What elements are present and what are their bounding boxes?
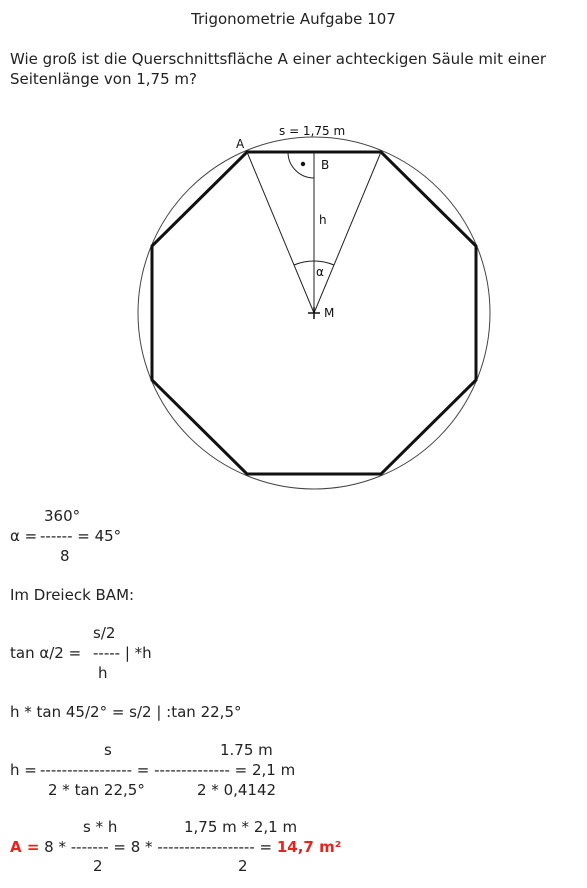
tan-fraction: ----- | *h	[93, 644, 152, 662]
h-numerator-2: 1.75 m	[220, 741, 273, 759]
area-symbol: A =	[10, 838, 40, 856]
right-angle-arc	[287, 151, 315, 179]
h-denominator-2: 2 * 0,4142	[197, 781, 277, 799]
tan-numerator: s/2	[93, 624, 116, 642]
tan-lhs: tan α/2 =	[10, 644, 82, 662]
area-fractions: 8 * ------- = 8 * ------------------ =	[39, 838, 277, 856]
tan-denominator: h	[98, 664, 108, 682]
alpha-numerator: 360°	[44, 507, 81, 525]
octagon-figure: s = 1,75 m A B h α M	[137, 124, 491, 490]
alpha-fraction: ------ = 45°	[40, 527, 122, 545]
vertex-label-a: A	[236, 137, 245, 151]
center-label-m: M	[324, 306, 334, 320]
area-numerator-1: s * h	[83, 818, 118, 836]
alpha-denominator: 8	[60, 547, 70, 565]
alpha-arc	[293, 260, 335, 266]
alpha-lhs: α =	[10, 527, 38, 545]
line-b2-m	[313, 151, 382, 314]
h-fractions: ----------------- = -------------- = 2,1…	[40, 761, 296, 779]
area-formula: A = 8 * ------- = 8 * ------------------…	[10, 838, 341, 856]
area-denominator-2: 2	[238, 857, 248, 875]
circumcircle	[137, 136, 491, 490]
area-denominator-1: 2	[93, 857, 103, 875]
alpha-label: α	[316, 265, 324, 279]
page-title: Trigonometrie Aufgabe 107	[191, 10, 396, 28]
point-label-b: B	[321, 158, 329, 172]
height-label: h	[319, 213, 327, 227]
h-numerator-1: s	[104, 741, 112, 759]
h-lhs: h =	[10, 761, 37, 779]
line-a-m	[246, 151, 315, 314]
triangle-heading: Im Dreieck BAM:	[10, 586, 135, 604]
right-angle-dot	[300, 161, 306, 167]
area-result: 14,7 m²	[276, 838, 342, 856]
side-label: s = 1,75 m	[279, 124, 345, 138]
question-line-2: Seitenlänge von 1,75 m?	[10, 70, 197, 88]
h-denominator-1: 2 * tan 22,5°	[48, 781, 145, 799]
octagon	[150, 150, 478, 476]
area-numerator-2: 1,75 m * 2,1 m	[184, 818, 298, 836]
h-equation: h * tan 45/2° = s/2 | :tan 22,5°	[10, 703, 242, 721]
question-line-1: Wie groß ist die Querschnittsfläche A ei…	[10, 50, 547, 68]
